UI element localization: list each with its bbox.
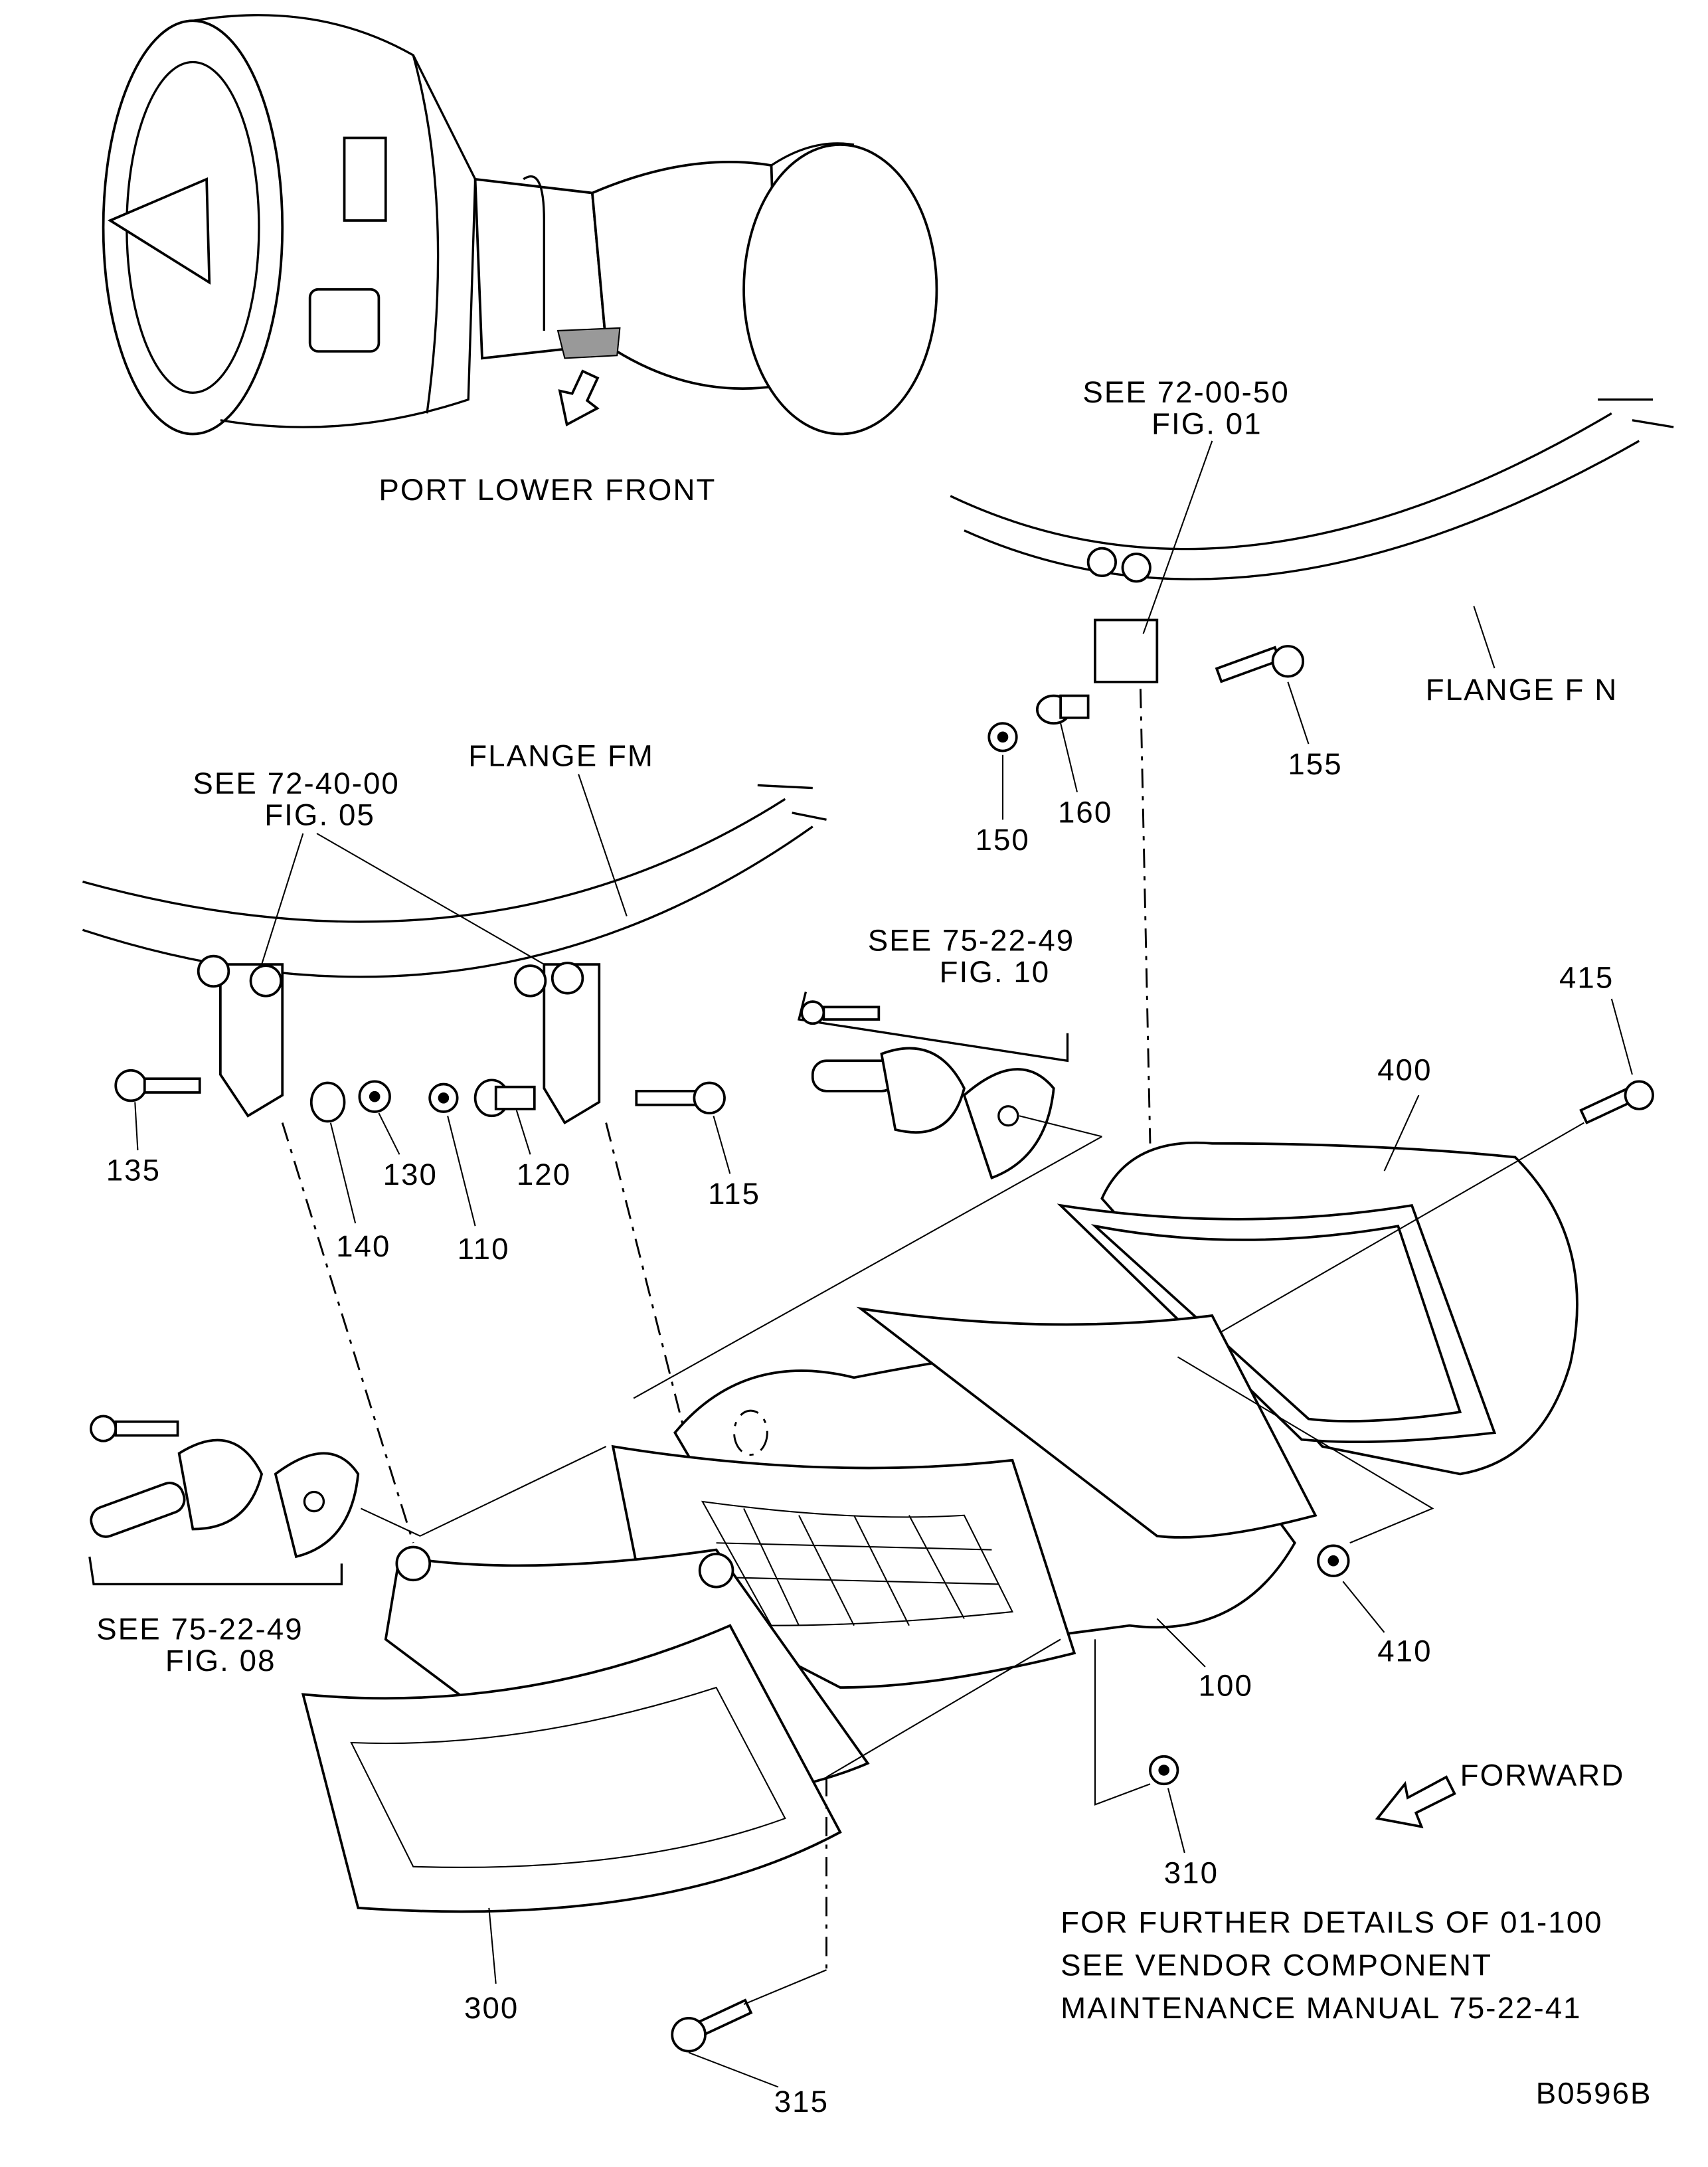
- item-135: 135: [106, 1154, 161, 1187]
- flange-fm-ref-line1: SEE 72-40-00: [193, 766, 400, 800]
- item-155: 155: [1288, 747, 1342, 781]
- nut-310: [1149, 1755, 1179, 1786]
- item-150: 150: [976, 823, 1030, 857]
- bolt-135: [114, 1069, 201, 1102]
- item-400: 400: [1377, 1053, 1432, 1086]
- fig08-ref-line1: SEE 75-22-49: [96, 1612, 303, 1646]
- duct-400: [1057, 1141, 1579, 1476]
- item-110: 110: [458, 1232, 510, 1266]
- fig10-ref-line2: FIG. 10: [940, 955, 1051, 989]
- flange-fn: [950, 398, 1674, 683]
- detail-fig10: [797, 992, 1069, 1180]
- figure-id: B0596B: [1536, 2076, 1652, 2110]
- bolt-415: [1579, 1080, 1654, 1125]
- item-160: 160: [1058, 795, 1112, 829]
- nut-410: [1317, 1544, 1350, 1577]
- fastener-150: [987, 722, 1018, 752]
- nut-130: [358, 1080, 391, 1113]
- engine-illustration: [102, 14, 938, 436]
- bolt-155: [1215, 645, 1305, 683]
- note-line2: SEE VENDOR COMPONENT: [1061, 1949, 1492, 1982]
- item-310: 310: [1164, 1856, 1219, 1890]
- bushing-140: [309, 1081, 346, 1123]
- fig10-ref-line1: SEE 75-22-49: [868, 923, 1075, 957]
- flange-fm-ref-line2: FIG. 05: [264, 798, 375, 832]
- fig08-ref-line2: FIG. 08: [165, 1644, 276, 1678]
- item-415: 415: [1559, 960, 1614, 994]
- note-line3: MAINTENANCE MANUAL 75-22-41: [1061, 1991, 1582, 2025]
- item-140: 140: [336, 1229, 390, 1263]
- duct-100: [611, 1306, 1318, 1689]
- bolt-115: [635, 1081, 726, 1114]
- flange-fn-ref-line2: FIG. 01: [1152, 407, 1262, 441]
- forward-label: FORWARD: [1460, 1758, 1625, 1792]
- item-115: 115: [708, 1177, 760, 1211]
- item-130: 130: [383, 1158, 438, 1191]
- flange-fn-label: FLANGE F N: [1426, 673, 1618, 707]
- item-300: 300: [464, 1991, 519, 2025]
- note-line1: FOR FURTHER DETAILS OF 01-100: [1061, 1905, 1603, 1939]
- flange-fm-label: FLANGE FM: [468, 738, 654, 772]
- bolt-315: [671, 1998, 753, 2053]
- nut-110: [428, 1083, 459, 1113]
- item-410: 410: [1377, 1634, 1432, 1668]
- flange-fm: [82, 784, 827, 1125]
- item-120: 120: [517, 1158, 571, 1191]
- detail-fig08: [88, 1415, 360, 1586]
- duct-300: [301, 1545, 870, 1913]
- forward-arrow-icon: [1375, 1775, 1456, 1828]
- view-label: PORT LOWER FRONT: [379, 473, 716, 507]
- flange-fn-ref-line1: SEE 72-00-50: [1082, 375, 1289, 409]
- bushing-160: [1036, 694, 1090, 725]
- bushing-120: [473, 1079, 536, 1118]
- item-100: 100: [1199, 1668, 1253, 1702]
- item-315: 315: [774, 2085, 829, 2119]
